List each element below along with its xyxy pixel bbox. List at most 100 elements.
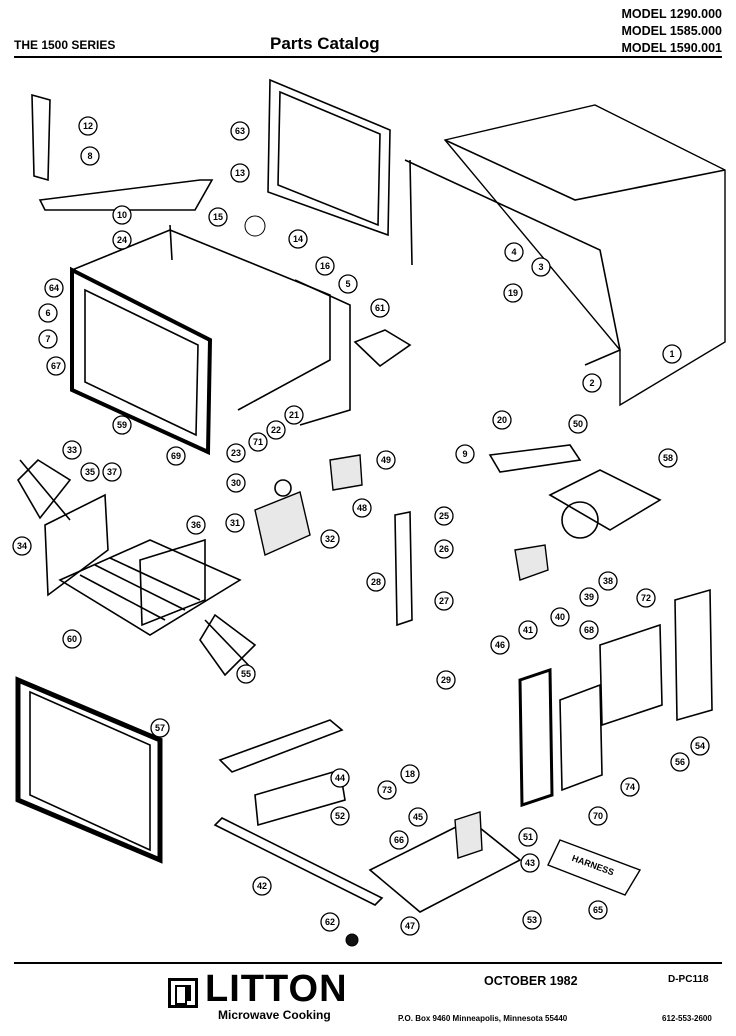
part-callout-22: 22 — [266, 420, 286, 440]
part-callout-40: 40 — [550, 607, 570, 627]
callout-circle — [288, 229, 308, 249]
part-callout-74: 74 — [620, 777, 640, 797]
callout-circle — [518, 620, 538, 640]
callout-circle — [550, 607, 570, 627]
part-callout-18: 18 — [400, 764, 420, 784]
part-callout-52: 52 — [330, 806, 350, 826]
callout-circle — [208, 207, 228, 227]
callout-number: 72 — [641, 593, 651, 603]
company-address: P.O. Box 9460 Minneapolis, Minnesota 554… — [398, 1014, 568, 1023]
callout-circle — [62, 440, 82, 460]
part-callout-8: 8 — [80, 146, 100, 166]
callout-number: 68 — [584, 625, 594, 635]
callout-circle — [252, 876, 272, 896]
callout-circle — [12, 536, 32, 556]
callout-number: 58 — [663, 453, 673, 463]
callout-circle — [112, 415, 132, 435]
page-title: Parts Catalog — [270, 34, 380, 53]
part-callout-14: 14 — [288, 229, 308, 249]
callout-circle — [80, 146, 100, 166]
callout-circle — [38, 329, 58, 349]
part-callout-45: 45 — [408, 807, 428, 827]
part-callout-51: 51 — [518, 827, 538, 847]
part-callout-61: 61 — [370, 298, 390, 318]
callout-circle — [186, 515, 206, 535]
callout-circle — [338, 274, 358, 294]
part-callout-34: 34 — [12, 536, 32, 556]
callout-circle — [690, 736, 710, 756]
part-callout-31: 31 — [225, 513, 245, 533]
callout-circle — [352, 498, 372, 518]
callout-circle — [520, 853, 540, 873]
callout-circle — [330, 806, 350, 826]
callout-number: 27 — [439, 596, 449, 606]
part-callout-59: 59 — [112, 415, 132, 435]
callout-number: 12 — [83, 121, 93, 131]
callout-number: 36 — [191, 520, 201, 530]
part-callout-25: 25 — [434, 506, 454, 526]
callout-number: 3 — [538, 262, 543, 272]
callout-number: 73 — [382, 785, 392, 795]
callout-circle — [266, 420, 286, 440]
part-callout-72: 72 — [636, 588, 656, 608]
callout-number: 5 — [345, 279, 350, 289]
callout-number: 28 — [371, 577, 381, 587]
callout-number: 46 — [495, 640, 505, 650]
callout-number: 48 — [357, 503, 367, 513]
series-title: THE 1500 SERIES — [14, 38, 116, 52]
callout-number: 50 — [573, 419, 583, 429]
callout-circle — [112, 230, 132, 250]
callout-circle — [315, 256, 335, 276]
part-callout-5: 5 — [338, 274, 358, 294]
callout-number: 34 — [17, 541, 27, 551]
part-callout-39: 39 — [579, 587, 599, 607]
callout-circle — [236, 664, 256, 684]
part-callout-41: 41 — [518, 620, 538, 640]
part-callout-36: 36 — [186, 515, 206, 535]
callout-circle — [62, 629, 82, 649]
part-callout-3: 3 — [531, 257, 551, 277]
callout-circle — [436, 670, 456, 690]
callout-circle — [80, 462, 100, 482]
callout-number: 31 — [230, 518, 240, 528]
part-callout-42: 42 — [252, 876, 272, 896]
company-phone: 612-553-2600 — [662, 1014, 712, 1023]
callout-number: 26 — [439, 544, 449, 554]
callout-circle — [230, 121, 250, 141]
callout-number: 74 — [625, 782, 635, 792]
part-callout-68: 68 — [579, 620, 599, 640]
part-callout-32: 32 — [320, 529, 340, 549]
part-callout-27: 27 — [434, 591, 454, 611]
exploded-parts-diagram: HARNESS 12345678910121314151618192021222… — [12, 78, 726, 947]
part-callout-10: 10 — [112, 205, 132, 225]
callout-number: 24 — [117, 235, 127, 245]
part-callout-35: 35 — [80, 462, 100, 482]
callout-circle — [434, 591, 454, 611]
callout-circle — [166, 446, 186, 466]
part-callout-7: 7 — [38, 329, 58, 349]
part-callout-30: 30 — [226, 473, 246, 493]
callout-circle — [531, 257, 551, 277]
callout-circle — [568, 414, 588, 434]
part-callout-28: 28 — [366, 572, 386, 592]
callout-number: 39 — [584, 592, 594, 602]
callout-circle — [490, 635, 510, 655]
part-callout-12: 12 — [78, 116, 98, 136]
callout-number: 47 — [405, 921, 415, 931]
part-callout-15: 15 — [208, 207, 228, 227]
callout-circle — [112, 205, 132, 225]
callout-circle — [579, 620, 599, 640]
callout-number: 67 — [51, 361, 61, 371]
callout-number: 30 — [231, 478, 241, 488]
callout-number: 53 — [527, 915, 537, 925]
callout-circle — [455, 444, 475, 464]
callout-circle — [150, 718, 170, 738]
part-callout-53: 53 — [522, 910, 542, 930]
callout-circle — [225, 513, 245, 533]
part-callout-50: 50 — [568, 414, 588, 434]
callout-number: 35 — [85, 467, 95, 477]
callout-circle — [366, 572, 386, 592]
callout-number: 42 — [257, 881, 267, 891]
callout-number: 32 — [325, 534, 335, 544]
callout-number: 20 — [497, 415, 507, 425]
